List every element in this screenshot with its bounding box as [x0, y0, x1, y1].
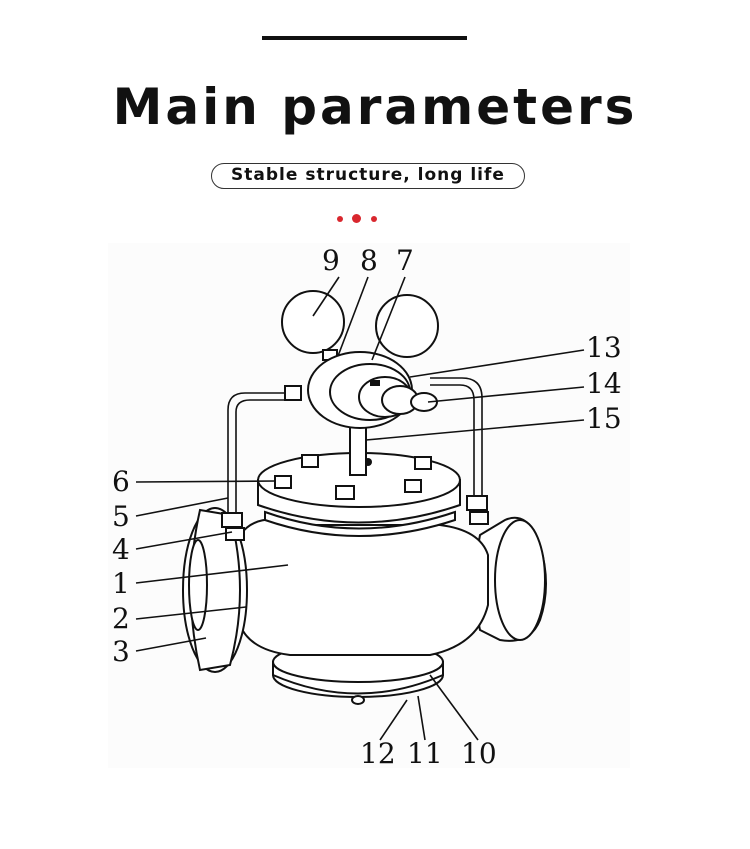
callout-8: 8	[360, 244, 378, 277]
callout-15: 15	[586, 402, 622, 435]
callout-2: 2	[112, 602, 130, 635]
callout-7: 7	[396, 244, 414, 277]
page-title: Main parameters	[112, 78, 638, 136]
dot-right	[371, 216, 377, 222]
callout-3: 3	[112, 635, 130, 668]
valve-drawing	[182, 290, 547, 705]
callout-5: 5	[112, 500, 130, 533]
callout-14: 14	[586, 367, 622, 400]
callout-4: 4	[112, 533, 130, 566]
subtitle-pill: Stable structure, long life	[211, 163, 525, 189]
callout-12: 12	[360, 737, 396, 770]
callout-10: 10	[461, 737, 497, 770]
top-divider	[262, 36, 467, 40]
callout-labels: 9 8 7 13 14 15 6 5 4 1 2 3 12 11 10	[112, 244, 622, 770]
callout-11: 11	[407, 737, 443, 770]
dot-center	[352, 214, 361, 223]
callout-9: 9	[322, 244, 340, 277]
callout-6: 6	[112, 465, 130, 498]
callout-13: 13	[586, 331, 622, 364]
callout-1: 1	[112, 567, 130, 600]
leader-lines	[135, 276, 585, 741]
decorative-dots	[335, 213, 385, 225]
dot-left	[337, 216, 343, 222]
